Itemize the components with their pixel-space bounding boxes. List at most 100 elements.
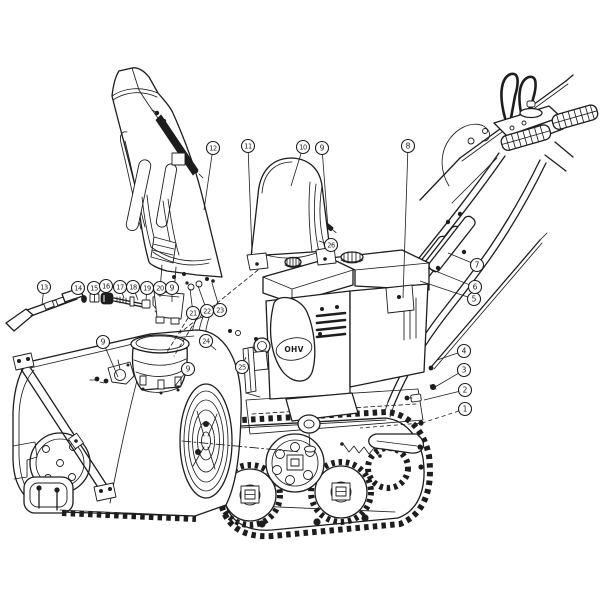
callout-21-21: 21	[185, 305, 201, 321]
callout-9-20: 9	[164, 280, 180, 296]
callout-7-6: 7	[469, 257, 485, 273]
shaft-17	[113, 296, 144, 308]
callout-9-8: 9	[314, 140, 330, 156]
svg-text:19: 19	[143, 285, 151, 293]
svg-text:3: 3	[462, 366, 467, 375]
chute-deflector-assembly	[111, 67, 223, 278]
deflector-slot-left	[125, 159, 152, 232]
diagonal-brace	[12, 352, 117, 502]
callout-leader-26-26	[318, 240, 325, 244]
engine: OHV	[228, 222, 430, 453]
callout-leader-1-0	[359, 410, 459, 429]
bearing-16	[100, 292, 114, 305]
bolt-2	[404, 395, 410, 401]
washer-21	[187, 283, 195, 291]
callout-leader-11-10	[247, 152, 253, 254]
cooling-slats	[315, 311, 347, 339]
bolt-1b	[417, 444, 423, 450]
lever-bracket	[441, 123, 491, 187]
chute-worm-bracket	[107, 359, 135, 385]
callout-2-1: 2	[457, 382, 473, 398]
right-grip	[551, 104, 599, 130]
svg-text:9: 9	[186, 365, 191, 374]
svg-text:26: 26	[327, 242, 335, 250]
left-sprocket-teeth	[217, 462, 283, 528]
coupler-19	[141, 299, 151, 309]
svg-text:9: 9	[320, 144, 325, 153]
tension-spring	[343, 444, 379, 456]
hidden-gear	[365, 445, 411, 491]
svg-text:9: 9	[101, 338, 106, 347]
bolt-1a	[418, 420, 424, 426]
svg-text:21: 21	[189, 310, 197, 318]
callout-22-22: 22	[199, 303, 215, 319]
callout-18-17: 18	[125, 279, 141, 295]
callout-leader-9-8	[322, 154, 329, 229]
svg-text:24: 24	[202, 338, 210, 346]
callout-8-7: 8	[400, 138, 416, 154]
callout-leader-12-11	[203, 154, 213, 211]
callout-17-16: 17	[112, 279, 128, 295]
callout-3-2: 3	[456, 362, 472, 378]
auger-lever	[518, 75, 537, 123]
callout-leader-7-6	[447, 252, 472, 263]
handlebar-controls	[441, 72, 599, 187]
control-cable	[451, 157, 498, 204]
svg-text:5: 5	[472, 295, 477, 304]
svg-text:11: 11	[244, 143, 252, 151]
callout-13-12: 13	[36, 279, 52, 295]
side-bracket	[12, 441, 38, 480]
svg-text:8: 8	[406, 142, 411, 151]
callout-16-15: 16	[98, 278, 114, 294]
callout-leader-5-4	[419, 280, 468, 298]
callout-leader-21-21	[189, 288, 193, 307]
belt-guide-bracket	[242, 346, 261, 398]
fuel-cap-right	[340, 251, 364, 264]
callout-leader-25-25	[244, 356, 247, 362]
svg-text:1: 1	[463, 405, 468, 414]
left-grip	[500, 124, 552, 151]
callout-leader-2-1	[423, 391, 459, 401]
washer-22	[195, 280, 203, 288]
svg-text:17: 17	[116, 284, 124, 292]
callout-leader-10-9	[290, 153, 302, 187]
svg-text:12: 12	[209, 145, 217, 153]
engine-brand-label: OHV	[284, 345, 303, 354]
alignment-lines	[166, 269, 259, 357]
svg-text:7: 7	[475, 261, 480, 270]
callout-25-25: 25	[234, 359, 250, 375]
callout-leader-13-12	[41, 293, 44, 306]
svg-text:23: 23	[216, 307, 224, 315]
callout-23-23: 23	[212, 302, 228, 318]
svg-text:20: 20	[156, 285, 164, 293]
frame-assembly	[245, 374, 437, 470]
cable-rod	[544, 141, 574, 172]
callout-leader-9-27	[105, 347, 119, 378]
callout-leader-3-2	[434, 372, 459, 388]
cleanout-tool	[5, 287, 84, 332]
callout-5-4: 5	[466, 291, 482, 307]
svg-text:15: 15	[90, 285, 98, 293]
speed-select-rod	[428, 232, 548, 371]
svg-text:13: 13	[40, 284, 48, 292]
callout-20-19: 20	[152, 280, 168, 296]
chute-base-ring	[89, 334, 190, 395]
svg-text:18: 18	[129, 284, 137, 292]
svg-text:16: 16	[102, 283, 110, 291]
svg-text:22: 22	[203, 308, 211, 316]
callout-leader-18-17	[134, 292, 139, 301]
callout-9-27: 9	[95, 334, 111, 350]
callout-26-26: 26	[323, 237, 339, 253]
svg-text:10: 10	[299, 144, 307, 152]
callout-24-24: 24	[198, 333, 214, 349]
callout-9-28: 9	[180, 361, 196, 377]
impeller-bearing-cap	[179, 383, 233, 499]
callout-leader-22-22	[197, 285, 206, 306]
svg-text:2: 2	[463, 386, 468, 395]
callout-leader-17-16	[121, 292, 125, 299]
fuel-cap-left	[284, 256, 302, 268]
mount-foot	[23, 476, 74, 514]
callout-leader-24-24	[210, 345, 217, 351]
callout-10-9: 10	[295, 139, 311, 155]
